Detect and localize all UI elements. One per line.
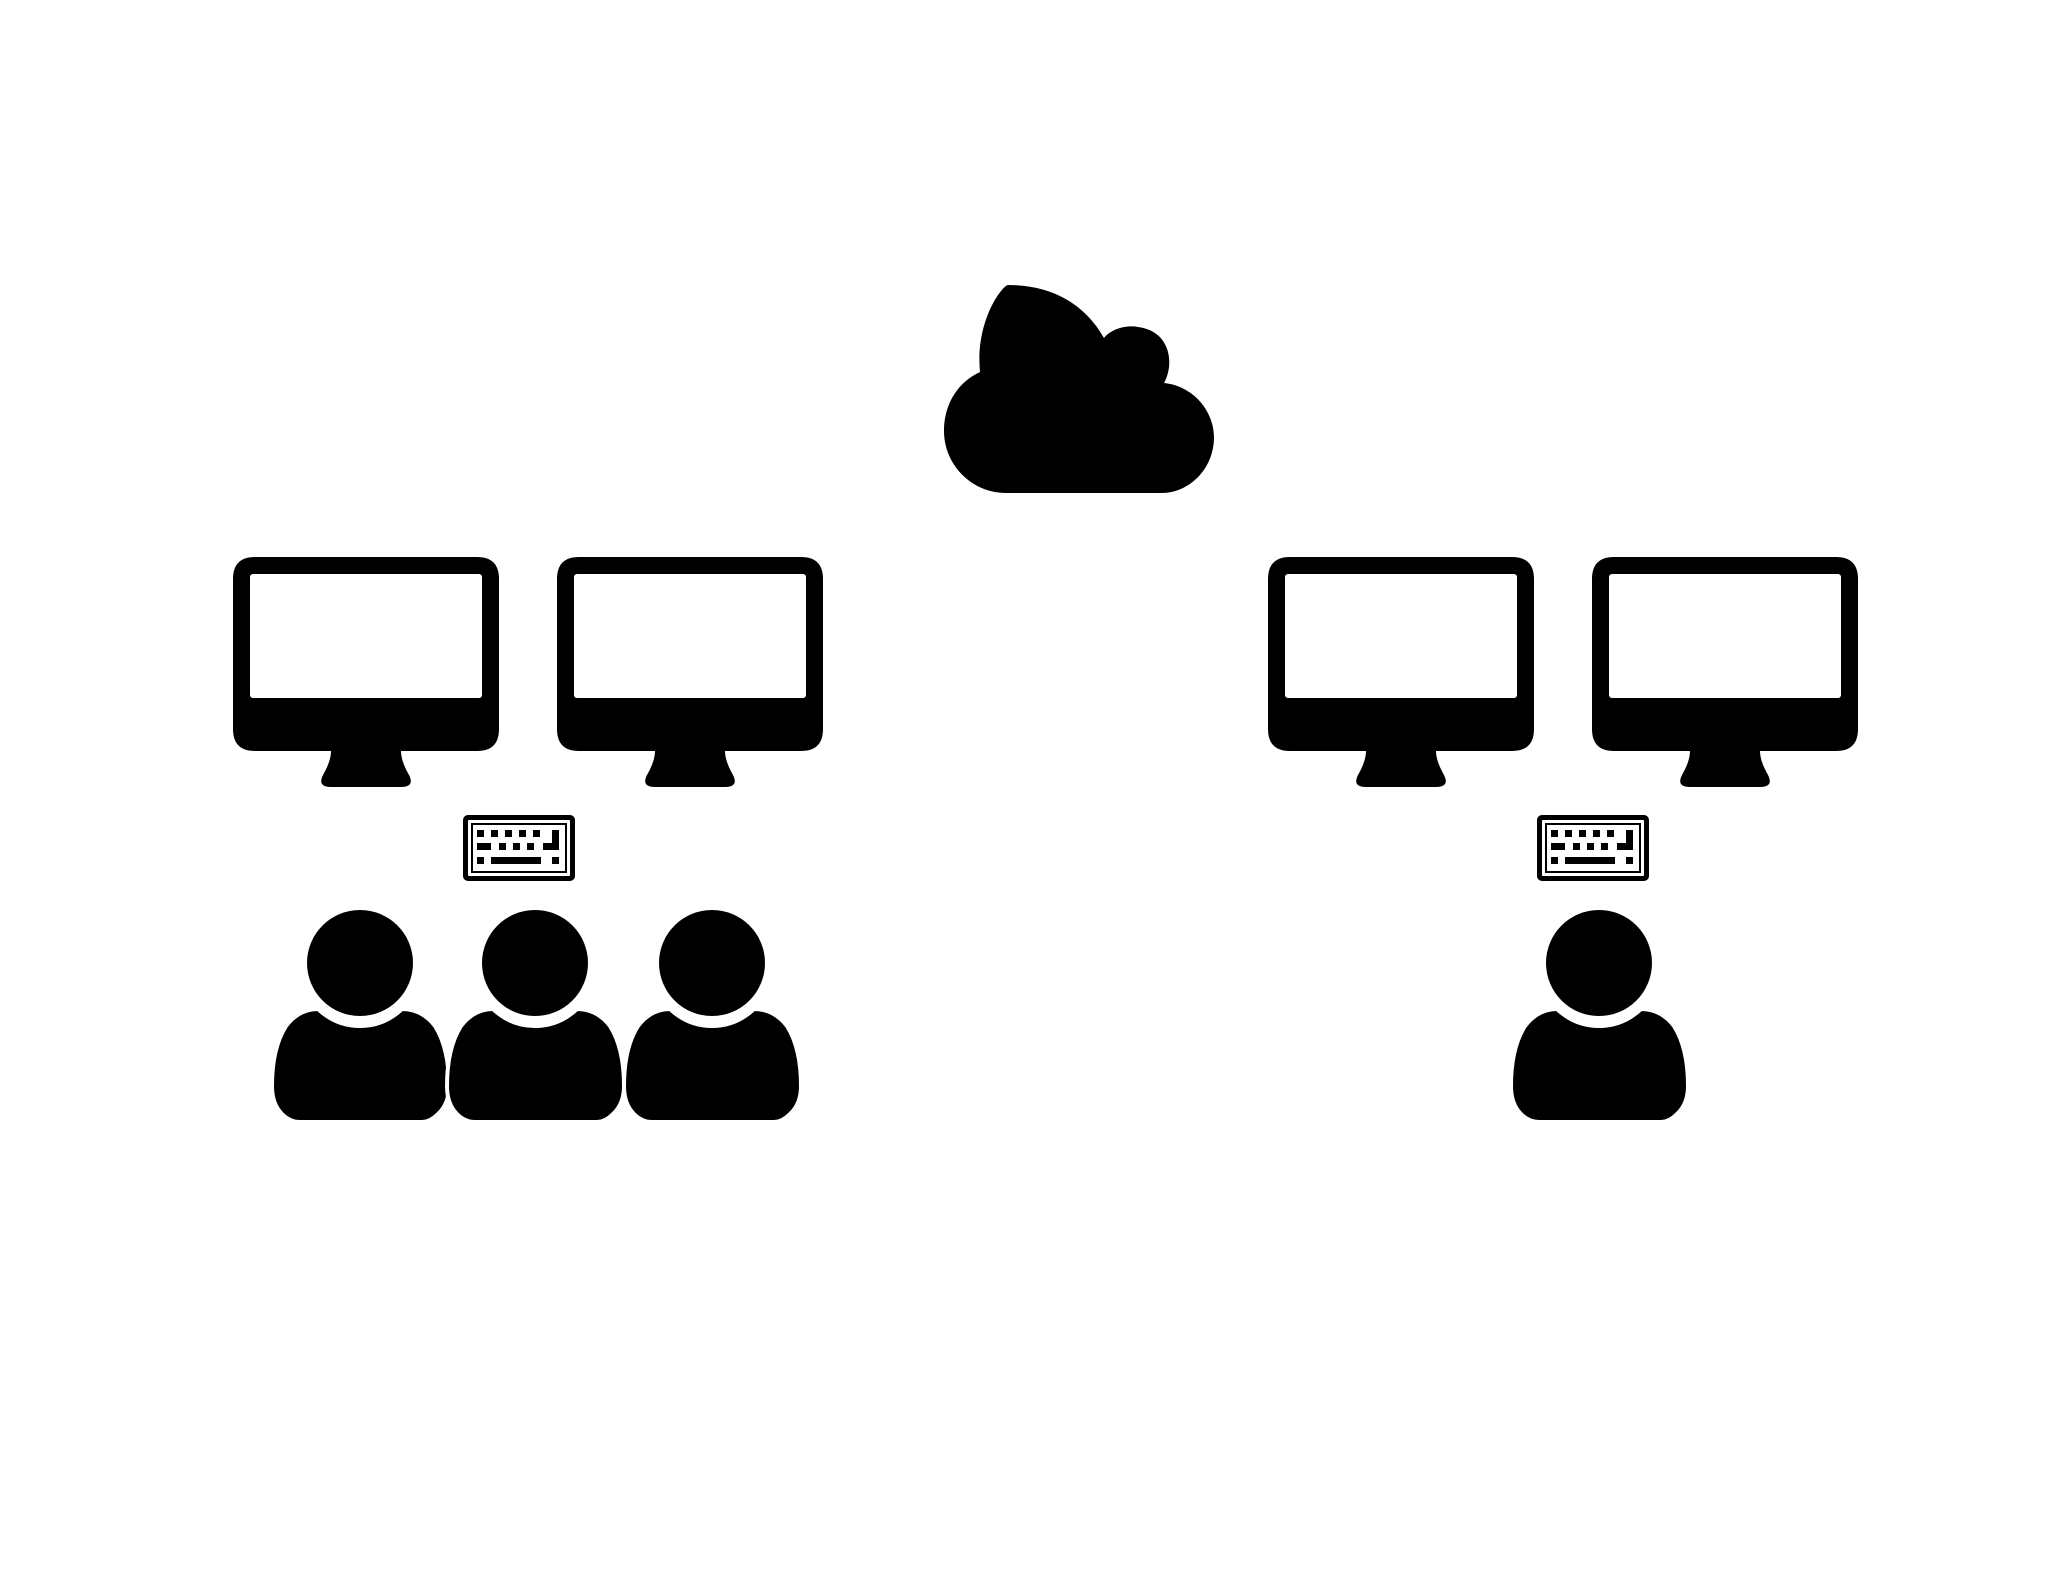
user-icon	[270, 908, 451, 1124]
keyboard-icon	[462, 814, 576, 882]
user-icon	[1509, 908, 1690, 1124]
monitor-icon	[233, 557, 499, 787]
group-left	[233, 557, 823, 1124]
keyboard-icon	[1536, 814, 1650, 882]
user-icon	[445, 908, 626, 1124]
user-icon	[622, 908, 803, 1124]
monitor-icon	[557, 557, 823, 787]
monitor-icon	[1592, 557, 1858, 787]
monitor-icon	[1268, 557, 1534, 787]
group-right	[1268, 557, 1858, 1124]
cloud-icon	[944, 285, 1214, 493]
